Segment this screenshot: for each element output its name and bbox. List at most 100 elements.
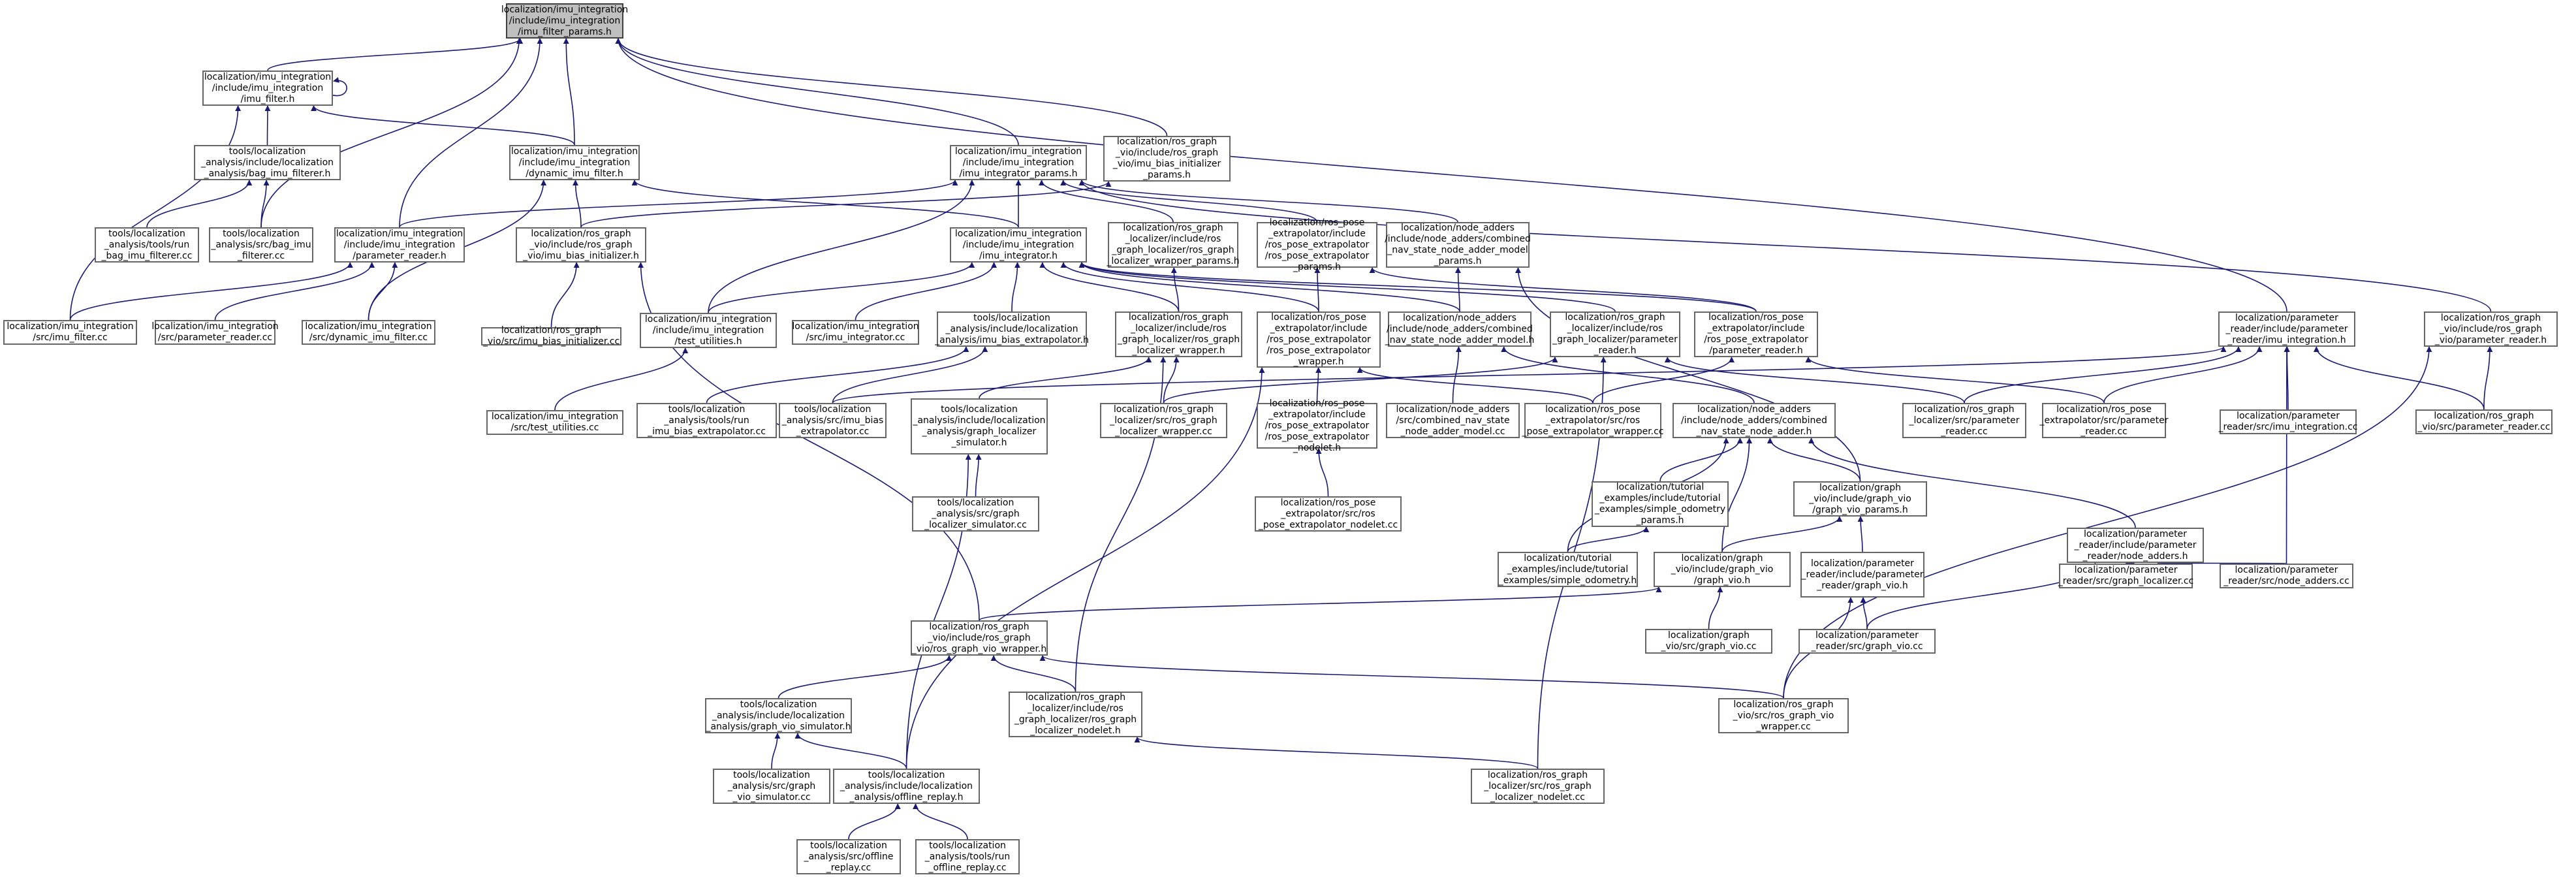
- include-edge: [832, 346, 2227, 404]
- header-node[interactable]: localization/ros_graph _vio/include/ros_…: [911, 620, 1048, 656]
- header-node[interactable]: localization/parameter _reader/src/node_…: [2220, 564, 2353, 588]
- node-label: localization/ros_pose _extrapolator/incl…: [1266, 311, 1371, 367]
- include-edge: [615, 38, 1019, 146]
- include-edge: [69, 262, 353, 321]
- header-node[interactable]: localization/ros_graph _localizer/includ…: [1107, 222, 1240, 268]
- include-edge: [913, 803, 968, 840]
- include-edge: [615, 38, 2287, 312]
- header-node[interactable]: localization/ros_pose _extrapolator/src/…: [1522, 403, 1664, 438]
- header-node[interactable]: localization/tutorial _examples/include/…: [1498, 552, 1638, 587]
- header-node[interactable]: localization/imu_integration /include/im…: [640, 313, 777, 348]
- header-node[interactable]: localization/imu_integration /src/test_u…: [486, 410, 623, 435]
- header-node[interactable]: tools/localization _analysis/include/loc…: [911, 398, 1048, 454]
- header-node[interactable]: localization/graph _vio/include/graph_vi…: [1793, 481, 1927, 517]
- header-node[interactable]: localization/parameter _reader/src/imu_i…: [2219, 409, 2357, 434]
- header-node[interactable]: localization/ros_graph _vio/include/ros_…: [2424, 311, 2558, 347]
- header-node[interactable]: localization/node_adders /include/node_a…: [1385, 311, 1534, 347]
- header-node[interactable]: tools/localization _analysis/tools/run _…: [95, 227, 199, 263]
- include-edge: [1134, 737, 1539, 769]
- include-edge: [1860, 597, 1868, 630]
- include-edge: [1078, 262, 1460, 312]
- header-node[interactable]: tools/localization _analysis/include/loc…: [935, 311, 1089, 347]
- header-node[interactable]: localization/graph _vio/src/graph_vio.cc: [1645, 629, 1772, 654]
- include-edge: [855, 262, 997, 321]
- header-node[interactable]: localization/ros_graph _vio/include/ros_…: [1103, 136, 1231, 182]
- header-node[interactable]: tools/localization _analysis/include/loc…: [194, 145, 341, 180]
- header-node[interactable]: localization/parameter _reader/include/p…: [1800, 552, 1924, 598]
- header-node[interactable]: localization/imu_integration /include/im…: [950, 227, 1087, 263]
- include-edge: [979, 586, 1662, 621]
- node-label: localization/imu_integration /include/im…: [954, 228, 1082, 261]
- include-edge: [1011, 262, 1020, 312]
- node-label: localization/node_adders /src/combined_n…: [1396, 404, 1510, 437]
- node-label: localization/ros_graph _localizer/src/ro…: [1110, 404, 1217, 437]
- header-node[interactable]: localization/ros_pose _extrapolator/src/…: [2040, 403, 2169, 438]
- header-node[interactable]: tools/localization _analysis/src/graph _…: [713, 769, 830, 804]
- node-label: tools/localization _analysis/src/graph _…: [727, 769, 816, 803]
- header-node[interactable]: localization/imu_integration /src/dynami…: [302, 320, 435, 345]
- header-node[interactable]: localization/imu_integration /include/im…: [950, 145, 1087, 180]
- header-node[interactable]: localization/imu_integration /src/imu_in…: [792, 320, 919, 345]
- header-node[interactable]: localization/ros_graph _localizer/src/ro…: [1100, 403, 1227, 438]
- include-edge: [2483, 346, 2493, 410]
- header-node[interactable]: tools/localization _analysis/tools/run _…: [636, 403, 777, 438]
- header-node[interactable]: localization/graph _vio/include/graph_vi…: [1654, 552, 1791, 587]
- header-node[interactable]: tools/localization _analysis/src/imu_bia…: [779, 403, 887, 438]
- include-edge: [1039, 262, 1180, 312]
- node-label: localization/imu_integration /src/test_u…: [491, 411, 619, 433]
- node-label: localization/ros_graph _localizer/src/ro…: [1484, 769, 1592, 803]
- include-edge: [69, 105, 242, 321]
- include-edge: [1170, 267, 1180, 312]
- root-header-node[interactable]: localization/imu_integration /include/im…: [501, 3, 628, 39]
- include-edge: [1163, 357, 1180, 404]
- header-node[interactable]: localization/node_adders /src/combined_n…: [1386, 403, 1520, 438]
- header-node[interactable]: tools/localization _analysis/src/bag_imu…: [209, 227, 313, 263]
- header-node[interactable]: localization/imu_integration /include/im…: [509, 145, 640, 180]
- header-node[interactable]: tools/localization _analysis/include/loc…: [833, 769, 980, 804]
- header-node[interactable]: tools/localization _analysis/include/loc…: [705, 698, 852, 733]
- node-label: tools/localization _analysis/include/loc…: [913, 404, 1046, 448]
- node-label: localization/ros_pose _extrapolator/src/…: [1258, 497, 1398, 530]
- header-node[interactable]: localization/ros_graph _vio/src/imu_bias…: [481, 325, 621, 347]
- header-node[interactable]: tools/localization _analysis/src/graph _…: [912, 496, 1039, 532]
- header-node[interactable]: localization/parameter _reader/src/graph…: [1798, 629, 1936, 654]
- include-edge: [1078, 180, 2492, 312]
- header-node[interactable]: localization/imu_integration /include/im…: [334, 227, 465, 263]
- include-edge: [1708, 586, 1723, 630]
- include-edge: [563, 38, 575, 146]
- header-node[interactable]: localization/imu_integration /src/imu_fi…: [3, 320, 137, 345]
- header-node[interactable]: localization/ros_graph _localizer/includ…: [1550, 311, 1680, 357]
- header-node[interactable]: localization/ros_graph _localizer/includ…: [1115, 311, 1242, 357]
- header-node[interactable]: localization/tutorial _examples/include/…: [1592, 481, 1729, 527]
- include-edge: [1060, 180, 1318, 223]
- header-node[interactable]: localization/ros_graph _vio/src/paramete…: [2415, 409, 2552, 434]
- header-node[interactable]: localization/imu_integration /include/im…: [202, 71, 333, 106]
- header-node[interactable]: localization/ros_graph _localizer/src/ro…: [1471, 769, 1605, 804]
- include-edge: [615, 38, 1168, 136]
- header-node[interactable]: localization/ros_pose _extrapolator/incl…: [1694, 311, 1818, 357]
- header-node[interactable]: localization/ros_graph _localizer/src/pa…: [1902, 403, 2026, 438]
- header-node[interactable]: localization/ros_graph _vio/src/ros_grap…: [1718, 698, 1849, 733]
- header-node[interactable]: localization/ros_pose _extrapolator/incl…: [1257, 311, 1381, 368]
- header-node[interactable]: localization/ros_pose _extrapolator/incl…: [1257, 398, 1377, 453]
- header-node[interactable]: localization/ros_graph _vio/include/ros_…: [516, 227, 646, 263]
- header-node[interactable]: localization/node_adders /include/node_a…: [1385, 222, 1531, 268]
- include-edge: [1659, 438, 1743, 482]
- include-edge: [399, 180, 958, 228]
- header-node[interactable]: tools/localization _analysis/tools/run _…: [915, 839, 1020, 874]
- include-edge: [1039, 655, 1784, 699]
- header-node[interactable]: localization/imu_integration /src/parame…: [151, 320, 279, 345]
- include-edge: [1078, 262, 1757, 312]
- include-edge: [1315, 367, 1322, 404]
- header-node[interactable]: tools/localization _analysis/src/offline…: [796, 839, 901, 874]
- header-node[interactable]: localization/parameter _reader/include/p…: [2218, 311, 2355, 347]
- header-node[interactable]: localization/ros_graph _localizer/includ…: [1009, 692, 1142, 737]
- header-node[interactable]: localization/ros_pose _extrapolator/incl…: [1257, 217, 1377, 272]
- include-edge: [1452, 346, 1462, 404]
- node-label: localization/imu_integration /src/imu_fi…: [7, 321, 134, 343]
- header-node[interactable]: localization/node_adders /include/node_a…: [1673, 403, 1836, 438]
- header-node[interactable]: localization/parameter _reader/include/p…: [2067, 528, 2204, 563]
- header-node[interactable]: localization/ros_pose _extrapolator/src/…: [1255, 496, 1402, 532]
- header-node[interactable]: localization/parameter _reader/src/graph…: [2058, 564, 2193, 588]
- include-edge: [2157, 562, 2287, 569]
